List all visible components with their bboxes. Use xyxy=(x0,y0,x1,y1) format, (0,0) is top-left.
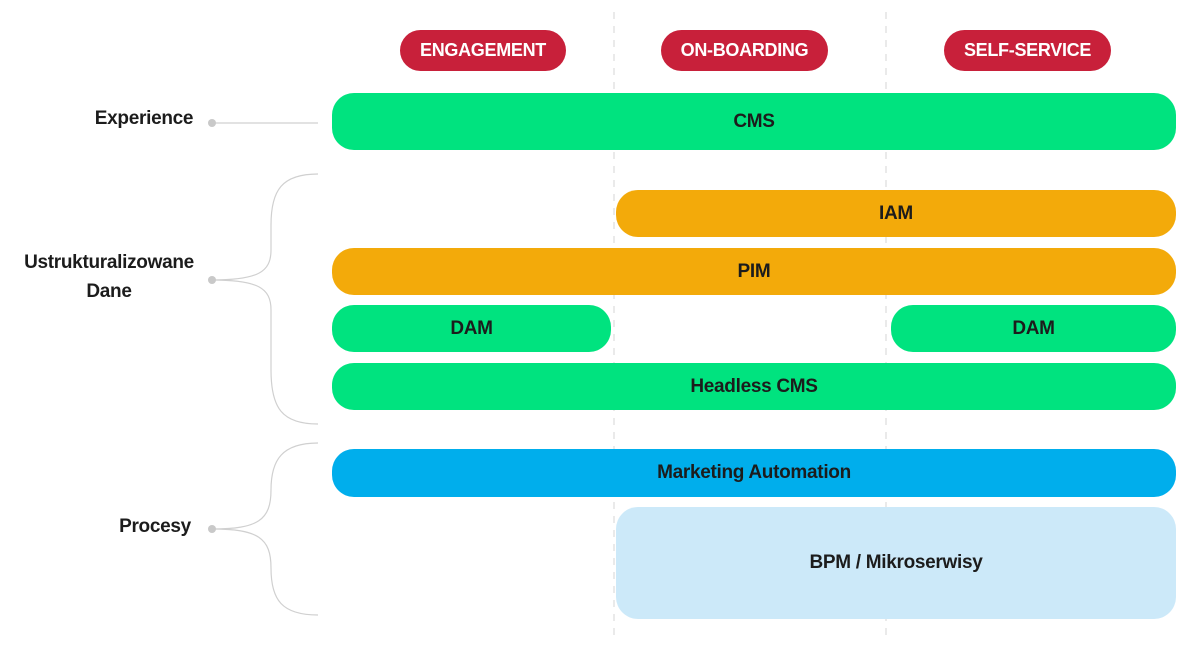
row-label-structured-line2: Dane xyxy=(86,281,132,302)
row-label-processes: Procesy xyxy=(119,516,191,537)
bar-iam: IAM xyxy=(616,190,1176,237)
row-label-experience: Experience xyxy=(94,108,194,129)
column-header-onboarding: ON-BOARDING xyxy=(661,30,828,71)
row-label-structured-line1: Ustrukturalizowane xyxy=(24,252,194,273)
bar-dam-left: DAM xyxy=(332,305,611,352)
structured-dot xyxy=(208,276,216,284)
bar-bpm-microservices: BPM / Mikroserwisy xyxy=(616,507,1176,619)
row-label-structured-data: Ustrukturalizowane Dane xyxy=(10,248,208,306)
bar-cms: CMS xyxy=(332,93,1176,150)
bar-headless-cms: Headless CMS xyxy=(332,363,1176,410)
processes-dot xyxy=(208,525,216,533)
column-header-selfservice: SELF-SERVICE xyxy=(944,30,1111,71)
bar-marketing-automation: Marketing Automation xyxy=(332,449,1176,497)
bar-dam-right: DAM xyxy=(891,305,1176,352)
structured-bracket xyxy=(211,173,319,425)
bar-pim: PIM xyxy=(332,248,1176,295)
column-header-engagement: ENGAGEMENT xyxy=(400,30,566,71)
experience-dot xyxy=(208,119,216,127)
processes-bracket xyxy=(211,442,319,616)
